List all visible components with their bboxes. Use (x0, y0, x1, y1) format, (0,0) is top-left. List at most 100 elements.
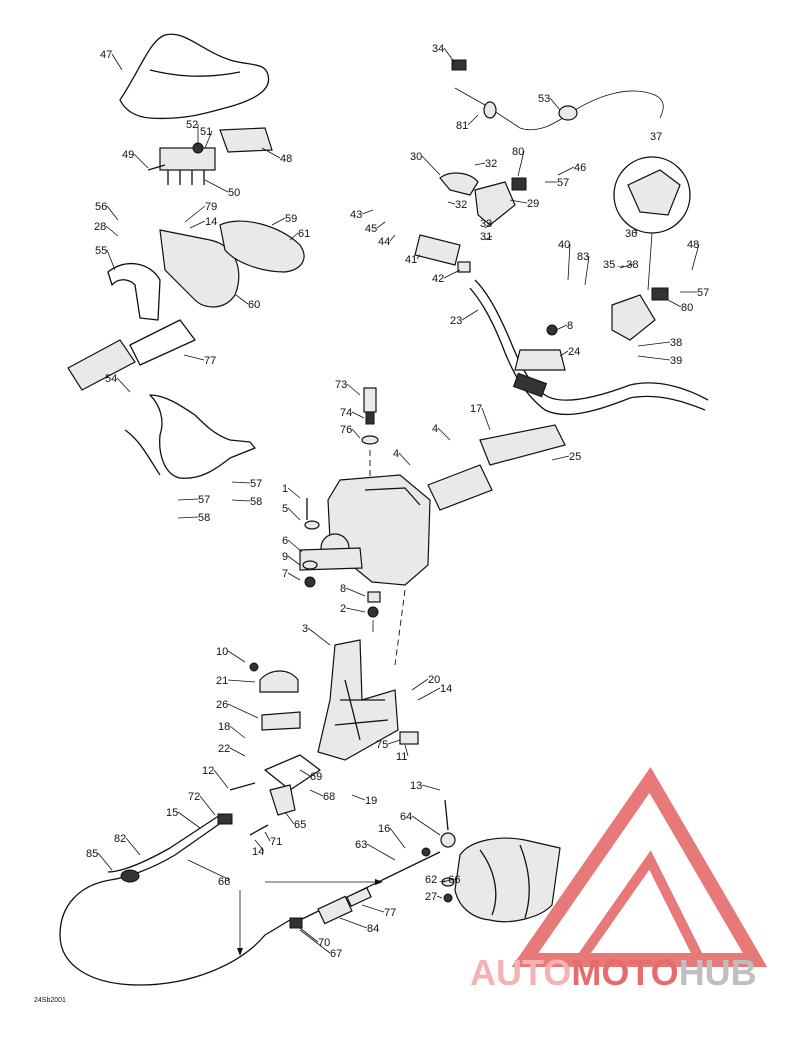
part-8-nut-top (546, 324, 558, 336)
callout-leader (299, 769, 311, 777)
callout-label: 15 (166, 807, 178, 819)
callout-leader (557, 166, 575, 176)
callout-leader (361, 904, 385, 913)
callout-leader (289, 232, 299, 241)
callout-leader (421, 155, 441, 176)
part-jet-nozzle-detail (479, 844, 530, 919)
watermark-moto: MOTO (571, 952, 678, 993)
part-47-cushion (119, 33, 270, 120)
callout-label: 29 (527, 198, 539, 210)
callout-label: 37 (650, 131, 662, 143)
callout-label: 61 (298, 228, 310, 240)
watermark-hub: HUB (679, 952, 757, 993)
callout-label: 25 (569, 451, 581, 463)
callout-label: 5 (282, 503, 288, 515)
callout-leader (484, 235, 493, 241)
callout-leader (184, 205, 206, 223)
callout-leader (584, 255, 590, 286)
callout-label: 80 (681, 302, 693, 314)
part-66-boot (120, 869, 140, 883)
callout-label: 79 (205, 201, 217, 213)
callout-leader (116, 377, 131, 393)
part-6-washer (304, 520, 320, 530)
callout-leader (441, 878, 456, 883)
part-30-lever (439, 172, 479, 196)
callout-label: 24 (568, 346, 580, 358)
callout-leader (351, 428, 361, 439)
callout-leader (177, 811, 201, 829)
watermark-text: AUTOMOTOHUB (470, 952, 757, 993)
part-54-shroud (124, 394, 256, 479)
part-77-nut (443, 893, 453, 903)
callout-leader (637, 341, 671, 347)
part-23-knurl (512, 372, 548, 398)
callout-leader (299, 929, 331, 954)
callout-leader (517, 150, 525, 177)
part-14-bolt (249, 824, 269, 836)
part-76-washer (361, 435, 379, 445)
callout-leader (691, 243, 700, 271)
callout-label: 46 (574, 162, 586, 174)
callout-leader (549, 97, 561, 111)
callout-label: 52 (186, 119, 198, 131)
callout-leader (309, 789, 324, 797)
callout-label: 32 (485, 158, 497, 170)
callout-leader (559, 350, 569, 357)
callout-label: 63 (355, 839, 367, 851)
callout-leader (443, 269, 461, 279)
part-80-bracket (651, 287, 669, 301)
part-10-ribs (334, 679, 389, 741)
callout-label: 74 (340, 407, 352, 419)
callout-leader (461, 309, 479, 321)
callout-leader (97, 852, 113, 871)
part-7-washer (302, 560, 318, 570)
part-1-detail (364, 487, 421, 506)
part-69-bolt (229, 782, 256, 791)
callout-label: 2 (340, 603, 346, 615)
part-11-bracket (399, 731, 419, 745)
callout-label: 57 (198, 494, 210, 506)
part-55-bracket (107, 262, 161, 321)
callout-label: 70 (318, 937, 330, 949)
callout-label: 40 (558, 239, 570, 251)
part-80-clip (511, 177, 527, 191)
part-74-spring (365, 411, 375, 425)
callout-leader (351, 794, 366, 801)
callout-leader (213, 769, 229, 789)
callout-label: 3 (302, 623, 308, 635)
watermark-logo: AUTOMOTOHUB (470, 766, 768, 993)
callout-label: 77 (204, 355, 216, 367)
callout-label: 20 (428, 674, 440, 686)
callout-label: 14 (252, 846, 264, 858)
callout-label: 18 (218, 721, 230, 733)
callout-leader (411, 678, 429, 691)
callout-leader (227, 650, 246, 663)
part-63-cable-upper (107, 814, 221, 873)
callout-label: 75 (376, 739, 388, 751)
callout-leader (437, 427, 451, 441)
callout-label: 56 (95, 201, 107, 213)
callout-leader (105, 225, 119, 237)
callout-label: 31 (480, 231, 492, 243)
callout-label: 68 (323, 791, 335, 803)
callout-leader (619, 263, 634, 269)
callout-leader (287, 487, 301, 499)
part-23-handlebar-lower (469, 287, 706, 416)
callout-label: 44 (378, 236, 390, 248)
callout-leader (227, 679, 256, 683)
callout-leader (307, 627, 331, 646)
part-82-nut (421, 847, 431, 857)
callout-label: 48 (687, 239, 699, 251)
callout-leader (183, 354, 205, 361)
callout-leader (287, 539, 303, 553)
callout-label: 22 (218, 743, 230, 755)
callout-label: 66 (218, 876, 230, 888)
callout-leader (177, 498, 199, 501)
part-70-adjuster (317, 895, 353, 925)
ref-arrowhead-62-c (237, 948, 243, 956)
callout-label: 1 (282, 483, 288, 495)
callout-label: 84 (367, 923, 379, 935)
callout-leader (204, 179, 229, 193)
